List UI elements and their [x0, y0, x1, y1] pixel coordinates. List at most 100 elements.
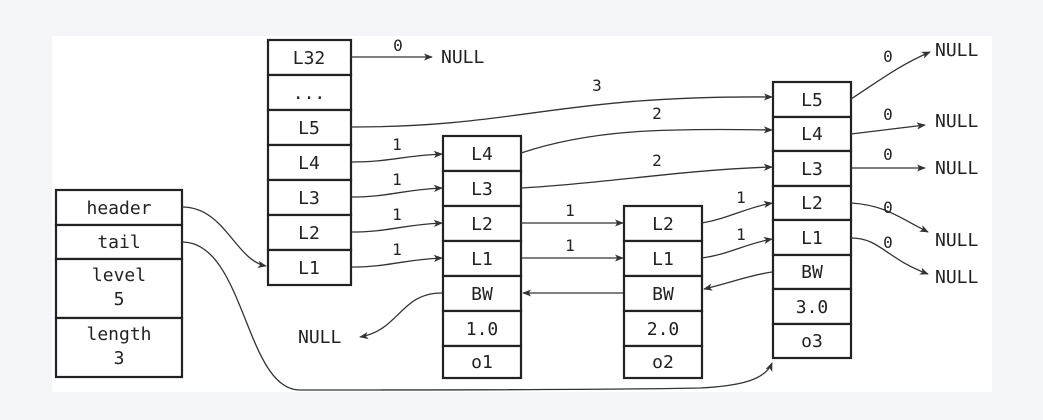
o2-bw-text: BW: [652, 284, 674, 305]
o2-level-l2: [622, 204, 704, 243]
o2-l2-text: L2: [652, 214, 674, 235]
head-l4-span: 1: [392, 135, 402, 154]
null-o1-backward: NULL: [298, 327, 342, 348]
head-l32-text: L32: [293, 48, 326, 69]
head-l2-span: 1: [392, 205, 402, 224]
o2-obj-text: o2: [652, 352, 674, 373]
head-l4-text: L4: [298, 153, 320, 174]
tail-pointer-arrow: [181, 241, 773, 391]
o3-l4-arrow: [850, 122, 926, 135]
o3-obj-text: o3: [801, 331, 823, 352]
o1-l2-text: L2: [471, 214, 493, 235]
level-value: 5: [114, 289, 125, 310]
o2-l2-span: 1: [736, 188, 746, 207]
level-label: level: [92, 265, 146, 286]
o1-obj: [441, 344, 523, 380]
o1-l1-span: 1: [565, 236, 575, 255]
level-field: [54, 257, 184, 320]
o1-backward-arrow: [359, 292, 443, 340]
head-level-l1: [266, 248, 353, 287]
o3-bw-text: BW: [801, 262, 823, 283]
o3-backward-arrow: [703, 271, 773, 291]
o3-l4-text: L4: [801, 124, 823, 145]
o2-l1-span: 1: [736, 225, 746, 244]
o2-obj: [622, 344, 704, 380]
o2-level-l1: [622, 239, 704, 278]
o1-l4-span: 2: [652, 104, 662, 123]
head-l3-arrow: [350, 184, 443, 198]
o3-obj: [771, 322, 853, 360]
o3-l3-text: L3: [801, 159, 823, 180]
o1-level-l1: [441, 239, 523, 278]
o1-l3-arrow: [520, 163, 773, 189]
o2-backward: [622, 274, 704, 313]
head-l3-text: L3: [298, 188, 320, 209]
o2-l1-arrow: [701, 236, 773, 259]
node-o1: L4 L3 L2 L1 BW 1.0 o1: [441, 134, 523, 380]
o3-l5-arrow: [850, 51, 931, 100]
o1-score-text: 1.0: [466, 319, 499, 340]
o3-l5-text: L5: [801, 90, 823, 111]
head-l2-arrow: [350, 219, 443, 233]
o3-l1-span: 0: [883, 233, 893, 252]
o3-l2-arrow: [850, 202, 929, 233]
o3-l2-text: L2: [801, 193, 823, 214]
o1-level-l2: [441, 204, 523, 243]
zskiplist-struct: header tail level 5 length 3: [54, 188, 184, 379]
o1-l3-text: L3: [471, 179, 493, 200]
head-l1-arrow: [350, 254, 443, 268]
o2-score-text: 2.0: [647, 319, 680, 340]
null-o3-l3: NULL: [935, 158, 979, 179]
o1-l1-text: L1: [471, 249, 493, 270]
tail-field: [54, 223, 184, 261]
o3-score-text: 3.0: [796, 297, 829, 318]
node-o2: L2 L1 BW 2.0 o2: [622, 204, 704, 380]
head-l5-span: 3: [592, 76, 602, 95]
header-label: header: [86, 198, 151, 219]
o1-l3-span: 2: [652, 151, 662, 170]
o2-l1-text: L1: [652, 249, 674, 270]
o3-l2-span: 0: [883, 198, 893, 217]
null-o3-l2: NULL: [935, 230, 979, 251]
length-field: [54, 316, 184, 379]
head-node: L32 ... L5 L4 L3 L2 L1: [266, 38, 353, 287]
head-l3-span: 1: [392, 170, 402, 189]
length-value: 3: [114, 348, 125, 369]
header-pointer-arrow: [181, 206, 267, 268]
node-o3: L5 L4 L3 L2 L1 BW 3.0 o3: [771, 80, 853, 360]
o3-l5-span: 0: [883, 47, 893, 66]
head-l32-span: 0: [393, 36, 403, 55]
length-label: length: [86, 324, 151, 345]
o1-l4-text: L4: [471, 144, 493, 165]
o3-level-l3: [771, 149, 853, 188]
o1-backward: [441, 274, 523, 313]
null-targets: NULL NULL NULL NULL NULL NULL NULL: [298, 40, 979, 348]
head-l1-span: 1: [392, 240, 402, 259]
head-l5-arrow: [350, 93, 773, 128]
null-o3-l5: NULL: [935, 40, 979, 61]
o3-l1-arrow: [850, 237, 929, 275]
head-level-l4: [266, 143, 353, 182]
null-head-l32: NULL: [441, 47, 485, 68]
null-o3-l4: NULL: [935, 111, 979, 132]
o1-level-l4: [441, 134, 523, 173]
pointer-arrows: [181, 51, 931, 391]
o1-bw-text: BW: [471, 284, 493, 305]
tail-label: tail: [97, 232, 140, 253]
head-l1-text: L1: [298, 258, 320, 279]
head-level-l2: [266, 213, 353, 252]
head-ellipsis-text: ...: [293, 83, 326, 104]
o3-level-l4: [771, 115, 853, 153]
o3-level-l5: [771, 80, 853, 119]
head-l2-text: L2: [298, 223, 320, 244]
o3-l1-text: L1: [801, 228, 823, 249]
o1-l4-arrow: [520, 126, 773, 154]
o1-obj-text: o1: [471, 352, 493, 373]
o3-l3-span: 0: [883, 145, 893, 164]
o3-l4-span: 0: [883, 105, 893, 124]
header-field: [54, 188, 184, 227]
o1-l2-span: 1: [565, 201, 575, 220]
o1-score: [441, 309, 523, 348]
